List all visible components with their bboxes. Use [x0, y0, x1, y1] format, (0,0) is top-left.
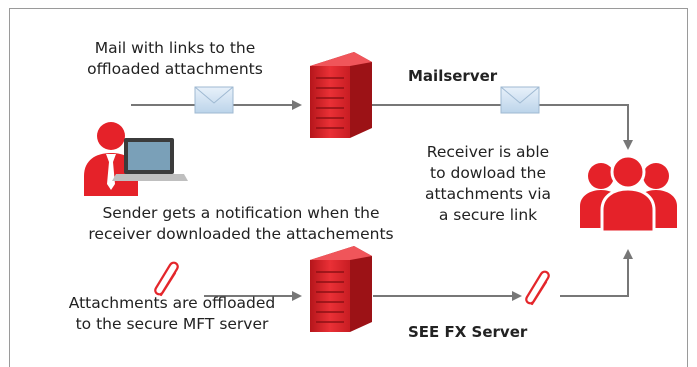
- arrow-mailserver-to-receiver: [365, 104, 633, 150]
- mailserver-icon: [309, 51, 373, 139]
- receiver-label: Receiver is able to dowload the attachme…: [408, 142, 568, 226]
- mailserver-label: Mailserver: [408, 67, 498, 85]
- sender-notice-line: Sender gets a notification when the: [102, 204, 380, 222]
- receiver-line: Receiver is able: [426, 143, 550, 161]
- receiver-line: a secure link: [438, 206, 538, 224]
- envelope-icon: [194, 86, 234, 114]
- receiver-line: to dowload the: [430, 164, 546, 182]
- envelope-icon: [500, 86, 540, 114]
- see-fx-server-label: SEE FX Server: [408, 323, 528, 341]
- mail-links-line: offloaded attachments: [87, 60, 263, 78]
- attachments-line: Attachments are offloaded: [68, 294, 276, 312]
- paperclip-icon: [525, 270, 550, 306]
- receivers-group-icon: [580, 154, 677, 234]
- attachments-line: to the secure MFT server: [75, 315, 269, 333]
- mail-links-label: Mail with links to the offloaded attachm…: [70, 38, 280, 80]
- attachments-offloaded-label: Attachments are offloaded to the secure …: [42, 293, 302, 335]
- sender-notice-label: Sender gets a notification when the rece…: [66, 203, 416, 245]
- paperclip-icon: [154, 261, 179, 297]
- laptop-icon: [112, 138, 188, 181]
- arrow-link-to-receiver: [560, 249, 633, 297]
- sender-notice-line: receiver downloaded the attachements: [88, 225, 394, 243]
- mail-links-line: Mail with links to the: [94, 39, 256, 57]
- mft-server-icon: [309, 245, 373, 333]
- receiver-line: attachments via: [424, 185, 551, 203]
